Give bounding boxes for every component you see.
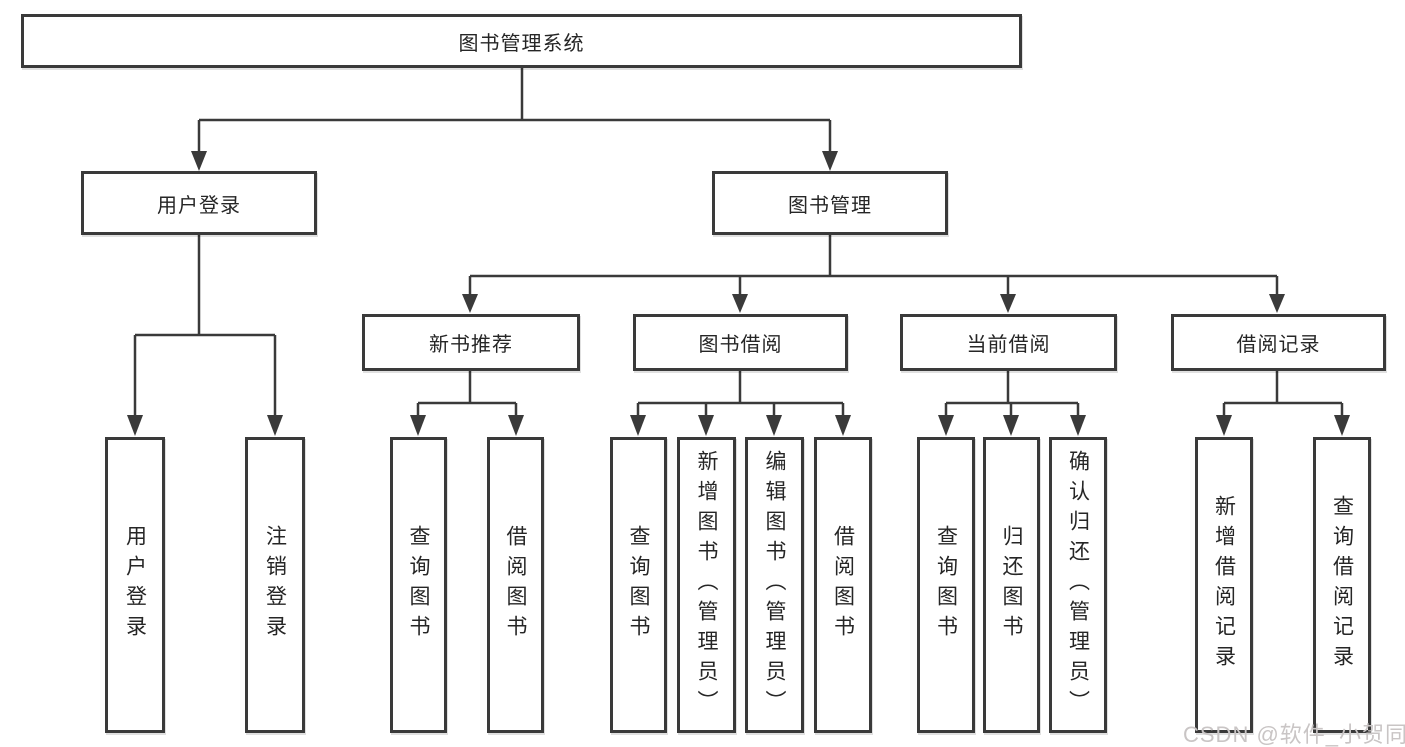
connector-current-borrow-children [938, 371, 1086, 436]
connector-book-management-children [462, 235, 1285, 313]
connector-user-login-children [127, 235, 283, 436]
node-book-borrow: 图书借阅 [633, 314, 848, 371]
node-label: 用户登录 [123, 525, 147, 645]
leaf-confirm-return-admin: 确认归还（管理员） [1049, 437, 1107, 733]
csdn-watermark: CSDN @软件_小贺同学 [1183, 722, 1405, 747]
node-book-management: 图书管理 [712, 171, 948, 235]
node-root-system: 图书管理系统 [21, 14, 1022, 68]
node-new-book-recommend: 新书推荐 [362, 314, 580, 371]
leaf-borrow-books: 借阅图书 [814, 437, 872, 733]
node-label: 注销登录 [263, 525, 287, 645]
leaf-query-books-current: 查询图书 [917, 437, 975, 733]
node-label: 当前借阅 [966, 334, 1051, 356]
leaf-add-books-admin: 新增图书（管理员） [677, 437, 736, 733]
node-label: 查询借阅记录 [1330, 495, 1354, 675]
node-label: 图书管理 [788, 194, 872, 217]
node-label: 新书推荐 [429, 334, 513, 356]
leaf-edit-books-admin: 编辑图书（管理员） [745, 437, 804, 733]
node-user-login: 用户登录 [81, 171, 317, 235]
connector-root-to-level2 [191, 68, 838, 171]
leaf-add-borrow-record: 新增借阅记录 [1195, 437, 1253, 733]
node-label: 用户登录 [157, 194, 241, 217]
node-current-borrow: 当前借阅 [900, 314, 1117, 371]
connector-borrow-records-children [1216, 371, 1350, 436]
node-borrow-records: 借阅记录 [1171, 314, 1386, 371]
node-label: 图书借阅 [698, 334, 783, 356]
leaf-return-books: 归还图书 [983, 437, 1040, 733]
leaf-user-login: 用户登录 [105, 437, 165, 733]
node-label: 借阅图书 [504, 525, 527, 645]
leaf-query-borrow-record: 查询借阅记录 [1313, 437, 1371, 733]
node-label: 查询图书 [407, 525, 430, 645]
leaf-query-books-recommend: 查询图书 [390, 437, 447, 733]
node-label: 借阅记录 [1236, 334, 1321, 356]
node-label: 借阅图书 [831, 525, 855, 645]
node-label: 查询图书 [627, 525, 650, 645]
node-label: 归还图书 [1000, 525, 1023, 645]
node-label: 图书管理系统 [458, 32, 585, 55]
leaf-logout: 注销登录 [245, 437, 305, 733]
node-label: 确认归还（管理员） [1066, 450, 1090, 720]
leaf-borrow-books-recommend: 借阅图书 [487, 437, 544, 733]
node-label: 新增借阅记录 [1212, 495, 1236, 675]
node-label: 编辑图书（管理员） [763, 450, 786, 720]
leaf-query-books-borrow: 查询图书 [610, 437, 667, 733]
connector-new-book-children [410, 371, 524, 436]
node-label: 查询图书 [934, 525, 958, 645]
connector-book-borrow-children [630, 371, 851, 436]
node-label: 新增图书（管理员） [695, 450, 718, 720]
